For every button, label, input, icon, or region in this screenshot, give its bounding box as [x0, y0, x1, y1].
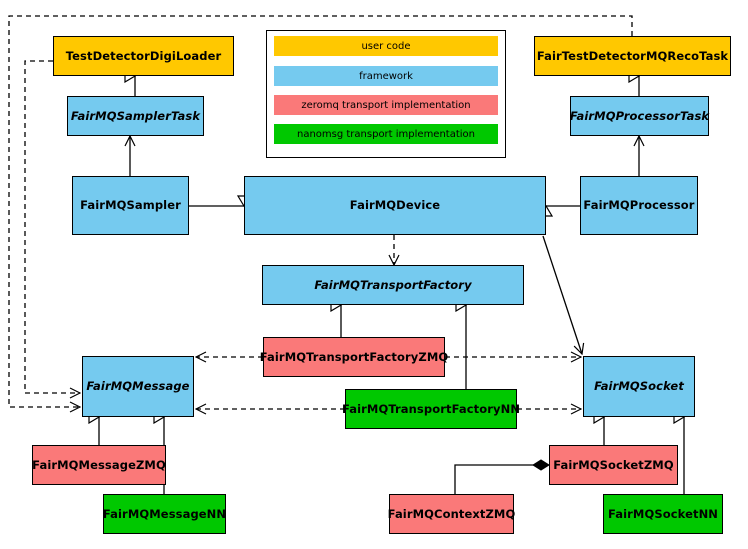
class-node-FairMQSocketNN[interactable]: FairMQSocketNN [603, 494, 723, 534]
class-node-label: FairMQSocket [594, 379, 684, 394]
legend-label-user-code: user code [361, 40, 411, 52]
class-node-label: FairMQTransportFactoryZMQ [259, 349, 449, 364]
legend-chip-user-code: user code [274, 36, 498, 56]
class-node-FairMQMessageNN[interactable]: FairMQMessageNN [103, 494, 226, 534]
class-node-label: FairMQSocketNN [607, 506, 719, 521]
class-node-FairMQProcessorTask[interactable]: FairMQProcessorTask [570, 96, 709, 136]
edge-contextzmq-to-socketzmq [454, 459, 550, 494]
legend-label-framework: framework [359, 70, 413, 82]
class-node-FairMQSocketZMQ[interactable]: FairMQSocketZMQ [549, 445, 678, 485]
class-node-FairMQTransportFactory[interactable]: FairMQTransportFactory [262, 265, 524, 305]
class-node-FairMQMessageZMQ[interactable]: FairMQMessageZMQ [32, 445, 166, 485]
class-node-label: FairMQTransportFactoryNN [341, 401, 521, 416]
edge-device-to-socket [542, 235, 582, 354]
class-node-FairMQTransportFactoryNN[interactable]: FairMQTransportFactoryNN [341, 389, 521, 429]
legend-chip-zeromq: zeromq transport implementation [274, 95, 498, 115]
class-node-label: FairMQContextZMQ [387, 506, 516, 521]
class-node-label: FairMQProcessorTask [569, 108, 710, 123]
class-node-FairMQDevice[interactable]: FairMQDevice [244, 176, 546, 235]
class-node-FairMQTransportFactoryZMQ[interactable]: FairMQTransportFactoryZMQ [260, 337, 448, 377]
class-node-label: FairMQMessageNN [102, 506, 227, 521]
legend-label-nanomsg: nanomsg transport implementation [296, 128, 476, 140]
class-node-label: FairMQMessageZMQ [32, 457, 166, 472]
class-node-label: FairMQProcessor [583, 198, 695, 213]
class-node-FairTestDetectorMQRecoTask[interactable]: FairTestDetectorMQRecoTask [534, 36, 731, 76]
class-node-label: FairMQSocketZMQ [553, 457, 674, 472]
class-node-label: FairMQSamplerTask [70, 108, 201, 123]
class-node-FairMQSampler[interactable]: FairMQSampler [72, 176, 189, 235]
class-node-FairMQProcessor[interactable]: FairMQProcessor [580, 176, 698, 235]
legend-chip-framework: framework [274, 66, 498, 86]
edge-digiloader-to-message [24, 60, 80, 393]
class-node-FairMQSocket[interactable]: FairMQSocket [583, 356, 695, 417]
legend-label-zeromq: zeromq transport implementation [301, 99, 471, 111]
class-node-label: FairMQSampler [80, 198, 181, 213]
class-node-label: TestDetectorDigiLoader [65, 48, 222, 63]
legend-chip-nanomsg: nanomsg transport implementation [274, 124, 498, 144]
edge-recotask-to-message [8, 15, 633, 407]
class-node-TestDetectorDigiLoader[interactable]: TestDetectorDigiLoader [53, 36, 234, 76]
class-node-FairMQContextZMQ[interactable]: FairMQContextZMQ [387, 494, 516, 534]
class-node-label: FairMQMessage [86, 379, 190, 394]
class-node-label: FairMQDevice [349, 198, 441, 213]
class-node-label: FairTestDetectorMQRecoTask [536, 48, 729, 63]
class-node-FairMQMessage[interactable]: FairMQMessage [82, 356, 194, 417]
class-node-FairMQSamplerTask[interactable]: FairMQSamplerTask [67, 96, 204, 136]
class-node-label: FairMQTransportFactory [314, 277, 472, 292]
